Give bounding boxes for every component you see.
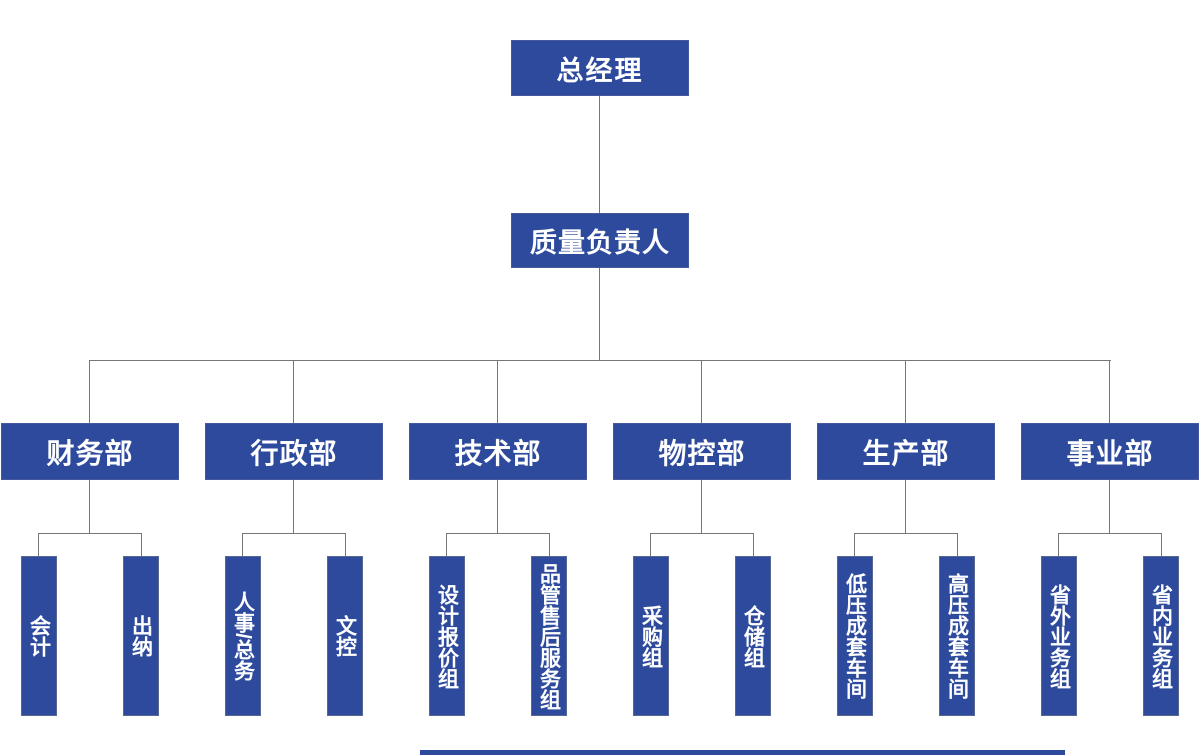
leaf-label: 省内业务组 xyxy=(1149,583,1173,689)
leaf-box-purchasing: 采购组 xyxy=(633,556,669,716)
dept-group-business: 事业部 省外业务组 省内业务组 xyxy=(1021,360,1199,716)
connector-line xyxy=(1109,480,1110,533)
dept-label: 技术部 xyxy=(454,437,542,469)
quality-label: 质量负责人 xyxy=(530,228,670,258)
leaf-label: 高压成套车间 xyxy=(945,573,969,699)
connector-line xyxy=(345,533,346,556)
dept-label: 生产部 xyxy=(862,437,950,469)
dept-label: 事业部 xyxy=(1066,437,1154,469)
dept-box-business: 事业部 xyxy=(1021,423,1199,480)
footer-bar xyxy=(420,750,1065,755)
connector-line xyxy=(90,360,1111,361)
connector-line xyxy=(701,360,702,423)
connector-line xyxy=(497,360,498,423)
dept-group-technical: 技术部 设计报价组 品管售后服务组 xyxy=(409,360,587,716)
connector-line xyxy=(38,533,39,556)
connector-line xyxy=(293,480,294,533)
connector-line xyxy=(854,533,855,556)
quality-manager-box: 质量负责人 xyxy=(511,213,689,268)
connector-line xyxy=(854,533,958,534)
leaf-box-low-voltage-workshop: 低压成套车间 xyxy=(837,556,873,716)
leaf-box-warehouse: 仓储组 xyxy=(735,556,771,716)
dept-box-technical: 技术部 xyxy=(409,423,587,480)
leaf-label: 采购组 xyxy=(639,604,663,668)
connector-line xyxy=(1161,533,1162,556)
leaf-label: 省外业务组 xyxy=(1047,583,1071,689)
connector-line xyxy=(89,360,90,423)
connector-line xyxy=(599,268,600,360)
leaf-box-document-control: 文控 xyxy=(327,556,363,716)
leaf-label: 文控 xyxy=(333,615,357,657)
connector-line xyxy=(905,480,906,533)
connector-line xyxy=(753,533,754,556)
connector-line xyxy=(1058,533,1059,556)
root-label: 总经理 xyxy=(556,55,644,86)
connector-line xyxy=(242,533,243,556)
connector-line xyxy=(242,533,346,534)
leaf-box-cashier: 出纳 xyxy=(123,556,159,716)
connector-line xyxy=(701,480,702,533)
leaf-label: 会计 xyxy=(27,615,51,657)
leaf-box-in-province-business: 省内业务组 xyxy=(1143,556,1179,716)
root-box-general-manager: 总经理 xyxy=(511,40,689,96)
connector-line xyxy=(89,480,90,533)
connector-line xyxy=(1058,533,1162,534)
leaf-box-design-quotation: 设计报价组 xyxy=(429,556,465,716)
connector-line xyxy=(497,480,498,533)
leaf-box-accounting: 会计 xyxy=(21,556,57,716)
connector-line xyxy=(446,533,447,556)
connector-line xyxy=(141,533,142,556)
connector-line xyxy=(650,533,754,534)
connector-line xyxy=(549,533,550,556)
connector-line xyxy=(957,533,958,556)
connector-line xyxy=(38,533,142,534)
dept-box-finance: 财务部 xyxy=(1,423,179,480)
dept-box-admin: 行政部 xyxy=(205,423,383,480)
connector-line xyxy=(293,360,294,423)
dept-label: 物控部 xyxy=(658,437,746,469)
dept-group-production: 生产部 低压成套车间 高压成套车间 xyxy=(817,360,995,716)
dept-group-material-control: 物控部 采购组 仓储组 xyxy=(613,360,791,716)
connector-line xyxy=(650,533,651,556)
leaf-label: 设计报价组 xyxy=(435,583,459,689)
dept-label: 财务部 xyxy=(46,437,134,469)
leaf-box-hr-general-affairs: 人事/总务 xyxy=(225,556,261,716)
leaf-box-high-voltage-workshop: 高压成套车间 xyxy=(939,556,975,716)
dept-group-finance: 财务部 会计 出纳 xyxy=(1,360,179,716)
dept-group-admin: 行政部 人事/总务 文控 xyxy=(205,360,383,716)
connector-line xyxy=(1109,360,1110,423)
dept-box-material-control: 物控部 xyxy=(613,423,791,480)
leaf-box-out-of-province-business: 省外业务组 xyxy=(1041,556,1077,716)
leaf-label: 出纳 xyxy=(129,615,153,657)
connector-line xyxy=(599,96,600,213)
leaf-box-qc-after-sales-service: 品管售后服务组 xyxy=(531,556,567,716)
leaf-label: 品管售后服务组 xyxy=(537,562,561,710)
leaf-label: 低压成套车间 xyxy=(843,573,867,699)
dept-box-production: 生产部 xyxy=(817,423,995,480)
leaf-label: 仓储组 xyxy=(741,604,765,668)
connector-line xyxy=(446,533,550,534)
dept-label: 行政部 xyxy=(250,437,338,469)
leaf-label: 人事/总务 xyxy=(231,591,255,681)
connector-line xyxy=(905,360,906,423)
